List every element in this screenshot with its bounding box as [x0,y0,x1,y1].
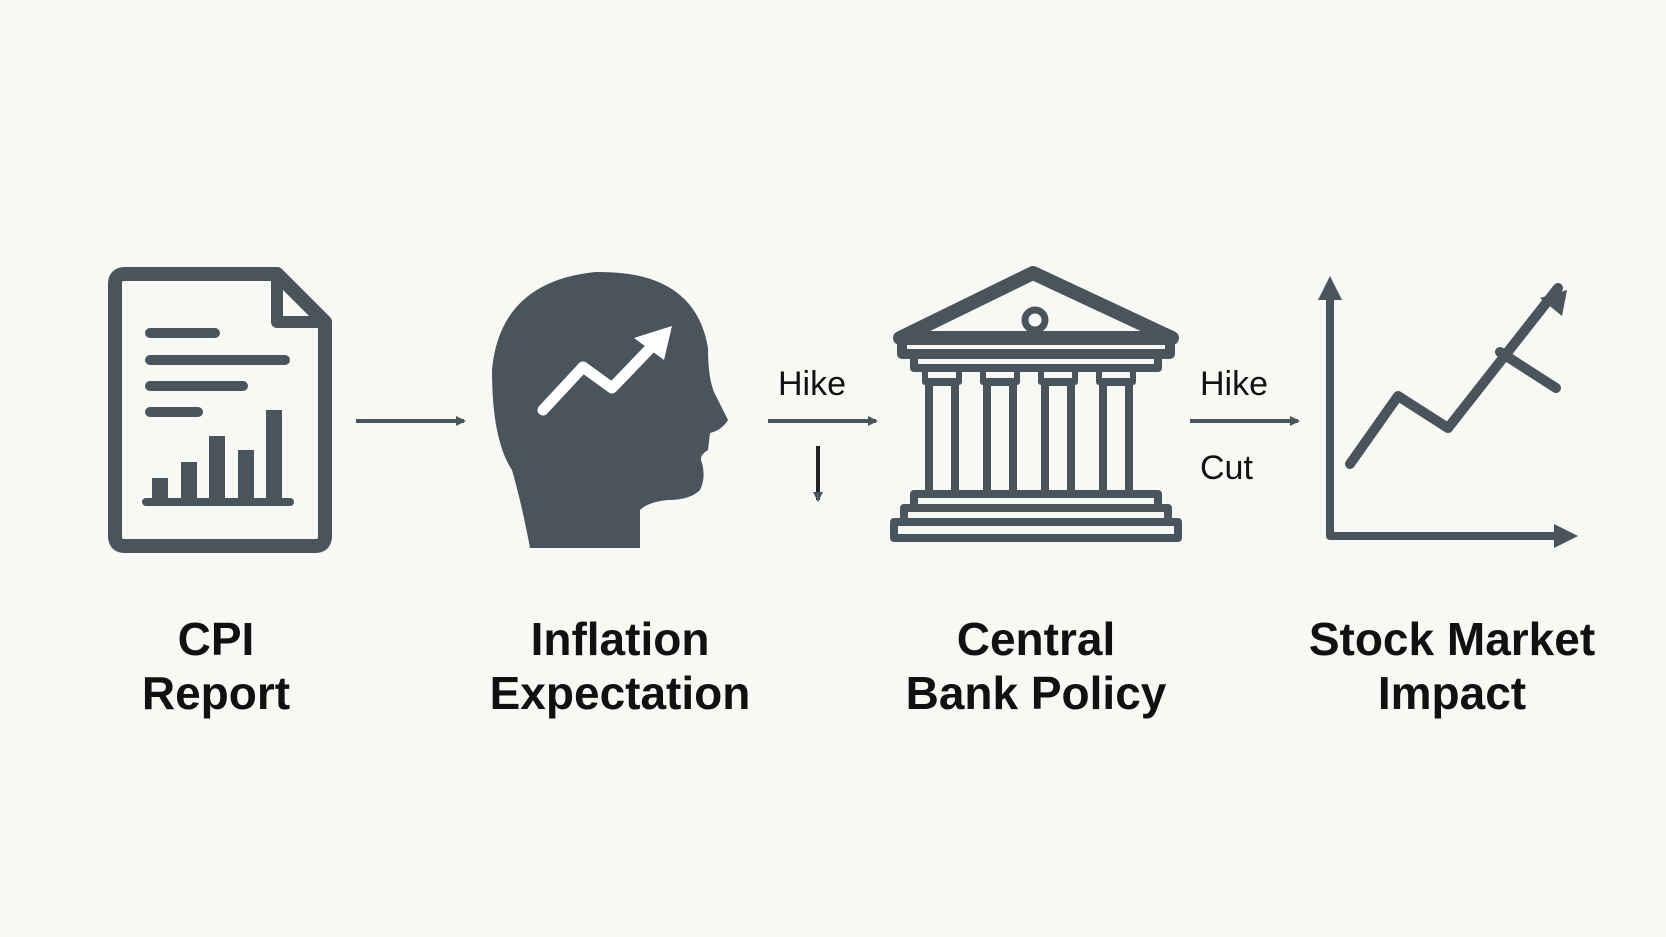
stage-central-bank-policy-label: Central Bank Policy [846,612,1226,720]
document-chart-icon [108,267,332,553]
stage-label-line2: Report [141,667,291,719]
connector-2-label: Hike [778,365,847,403]
stage-label-line1: Inflation [530,613,710,665]
stage-label-line1: CPI [177,613,255,665]
stage-label-line1: Stock Market [1308,613,1596,665]
chart-arrowheads [1318,276,1578,548]
head-trend-icon [492,271,728,548]
stage-inflation-expectation-label: Inflation Expectation [430,612,810,720]
document-bars [152,410,282,502]
bank-building-icon [890,266,1182,542]
stage-stock-market-impact-label: Stock Market Impact [1262,612,1642,720]
connector-3-bottom-label: Cut [1200,449,1253,487]
stage-label-line2: Expectation [489,667,751,719]
stage-label-line2: Impact [1377,667,1527,719]
stage-label-line1: Central [956,613,1116,665]
connector-3-top-label: Hike [1200,365,1269,403]
line-chart-up-icon [1326,283,1566,540]
stage-cpi-report-label: CPI Report [26,612,406,720]
stage-label-line2: Bank Policy [905,667,1167,719]
